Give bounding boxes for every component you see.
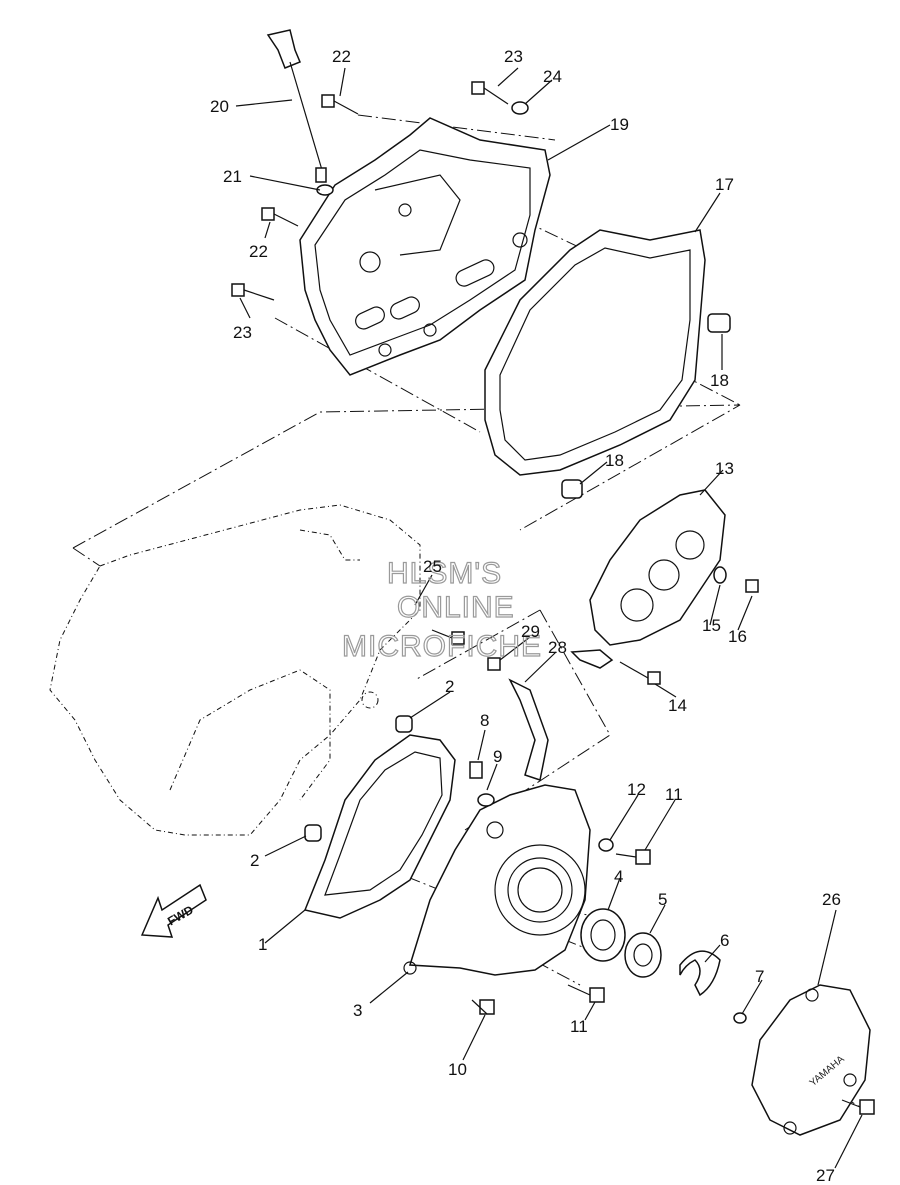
callout-1: 1 [258,935,267,954]
callout-22-a: 22 [332,47,351,66]
callout-3: 3 [353,1001,362,1020]
generator-cover: YAMAHA [751,984,871,1136]
callout-23-a: 23 [504,47,523,66]
callout-17: 17 [715,175,734,194]
callout-25: 25 [423,557,442,576]
callout-13: 13 [715,459,734,478]
watermark-line-2: ONLINE [397,591,515,624]
callout-29: 29 [521,622,540,641]
clutch-cover-plate [589,489,726,646]
callout-2-a: 2 [445,677,454,696]
callout-22-b: 22 [249,242,268,261]
crankcase-outline [49,504,421,836]
callout-2-b: 2 [250,851,259,870]
callout-11-b: 11 [570,1017,588,1036]
callout-7: 7 [755,967,764,986]
gasket-lower [303,734,456,919]
callout-15: 15 [702,616,721,635]
inner-crankcase-cover [299,117,551,376]
callout-26: 26 [822,890,841,909]
callout-27: 27 [816,1166,835,1185]
crankcase-cover-main [403,784,591,976]
callout-14: 14 [668,696,687,715]
callout-18-b: 18 [605,451,624,470]
callout-labels: 1 2 2 3 4 5 6 7 8 9 10 11 11 12 13 14 15… [210,47,841,1185]
watermark-line-3: MICROFICHE [342,630,542,663]
callout-6: 6 [720,931,729,950]
callout-18-a: 18 [710,371,729,390]
callout-21: 21 [223,167,242,186]
watermark: HLSM'S ONLINE MICROFICHE [341,556,542,663]
callout-5: 5 [658,890,667,909]
dipstick [266,29,334,196]
bearing-seal-group [580,908,721,997]
watermark-line-1: HLSM'S [387,557,502,590]
callout-11-a: 11 [665,785,683,804]
bolts [231,81,875,1115]
leader-lines [235,67,863,1169]
callout-8: 8 [480,711,489,730]
callout-19: 19 [610,115,629,134]
gasket-outer [484,229,706,476]
callout-24: 24 [543,67,562,86]
callout-9: 9 [493,747,502,766]
callout-28: 28 [548,638,567,657]
fwd-arrow: FWD [140,883,207,938]
callout-4: 4 [614,867,623,886]
callout-10: 10 [448,1060,467,1079]
callout-12: 12 [627,780,646,799]
callout-23-b: 23 [233,323,252,342]
callout-20: 20 [210,97,229,116]
callout-16: 16 [728,627,747,646]
